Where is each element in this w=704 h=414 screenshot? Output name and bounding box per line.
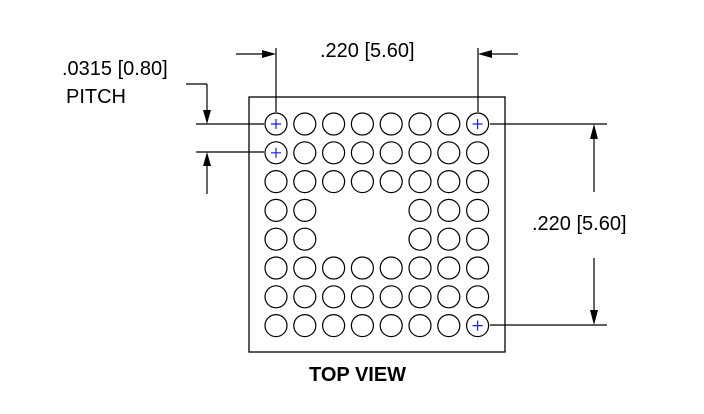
solder-ball: [466, 112, 490, 136]
solder-ball: [350, 256, 374, 280]
solder-ball: [293, 314, 317, 338]
solder-ball: [322, 285, 346, 309]
width-arrow-right-head: [478, 50, 492, 58]
solder-ball: [322, 112, 346, 136]
solder-ball: [379, 112, 403, 136]
solder-ball: [437, 198, 461, 222]
solder-ball: [408, 227, 432, 251]
solder-ball: [437, 141, 461, 165]
solder-ball: [293, 170, 317, 194]
ball-center-mark-icon: [271, 119, 281, 129]
solder-ball: [466, 285, 490, 309]
solder-ball: [350, 170, 374, 194]
solder-ball: [293, 141, 317, 165]
solder-ball: [264, 256, 288, 280]
solder-ball: [322, 256, 346, 280]
height-arrow-top-head: [590, 124, 598, 139]
solder-ball: [264, 227, 288, 251]
solder-ball: [293, 112, 317, 136]
solder-ball: [408, 198, 432, 222]
solder-ball: [408, 170, 432, 194]
height-arrow-bottom-head: [590, 310, 598, 325]
solder-ball: [408, 141, 432, 165]
solder-ball: [466, 170, 490, 194]
solder-ball: [350, 285, 374, 309]
solder-ball: [264, 314, 288, 338]
solder-ball: [466, 227, 490, 251]
solder-ball: [408, 112, 432, 136]
solder-ball: [466, 314, 490, 338]
pitch-caption-label: PITCH: [66, 86, 126, 108]
package-outline: [248, 96, 506, 353]
solder-ball: [350, 141, 374, 165]
solder-ball: [379, 314, 403, 338]
solder-ball: [437, 285, 461, 309]
pitch-dimension: [186, 83, 264, 194]
solder-ball: [350, 314, 374, 338]
solder-ball: [437, 170, 461, 194]
view-title: TOP VIEW: [309, 364, 407, 386]
solder-ball: [437, 227, 461, 251]
pitch-arrow-top-head: [203, 110, 211, 124]
solder-ball: [437, 256, 461, 280]
solder-ball: [264, 141, 288, 165]
solder-ball: [379, 170, 403, 194]
solder-ball: [293, 256, 317, 280]
solder-ball: [322, 141, 346, 165]
height-dimension: [490, 123, 607, 326]
width-dimension: [236, 48, 518, 112]
width-dimension-label: .220 [5.60]: [320, 40, 415, 62]
solder-ball: [322, 314, 346, 338]
height-dimension-label: .220 [5.60]: [532, 213, 627, 235]
solder-ball: [322, 170, 346, 194]
solder-ball: [379, 141, 403, 165]
ball-center-mark-icon: [472, 119, 483, 129]
ball-center-mark-icon: [472, 320, 483, 331]
solder-ball: [466, 256, 490, 280]
pitch-value-label: .0315 [0.80]: [62, 58, 168, 80]
solder-ball: [437, 112, 461, 136]
solder-ball: [293, 198, 317, 222]
ball-array: [264, 112, 490, 338]
solder-ball: [379, 256, 403, 280]
ball-center-mark-icon: [271, 147, 281, 158]
pitch-arrow-bottom-head: [203, 152, 211, 166]
solder-ball: [408, 314, 432, 338]
solder-ball: [437, 314, 461, 338]
solder-ball: [264, 112, 288, 136]
solder-ball: [408, 285, 432, 309]
solder-ball: [293, 227, 317, 251]
solder-ball: [293, 285, 317, 309]
solder-ball: [264, 170, 288, 194]
width-arrow-left-head: [262, 50, 276, 58]
solder-ball: [408, 256, 432, 280]
solder-ball: [350, 112, 374, 136]
solder-ball: [264, 198, 288, 222]
solder-ball: [466, 141, 490, 165]
solder-ball: [264, 285, 288, 309]
solder-ball: [466, 198, 490, 222]
solder-ball: [379, 285, 403, 309]
